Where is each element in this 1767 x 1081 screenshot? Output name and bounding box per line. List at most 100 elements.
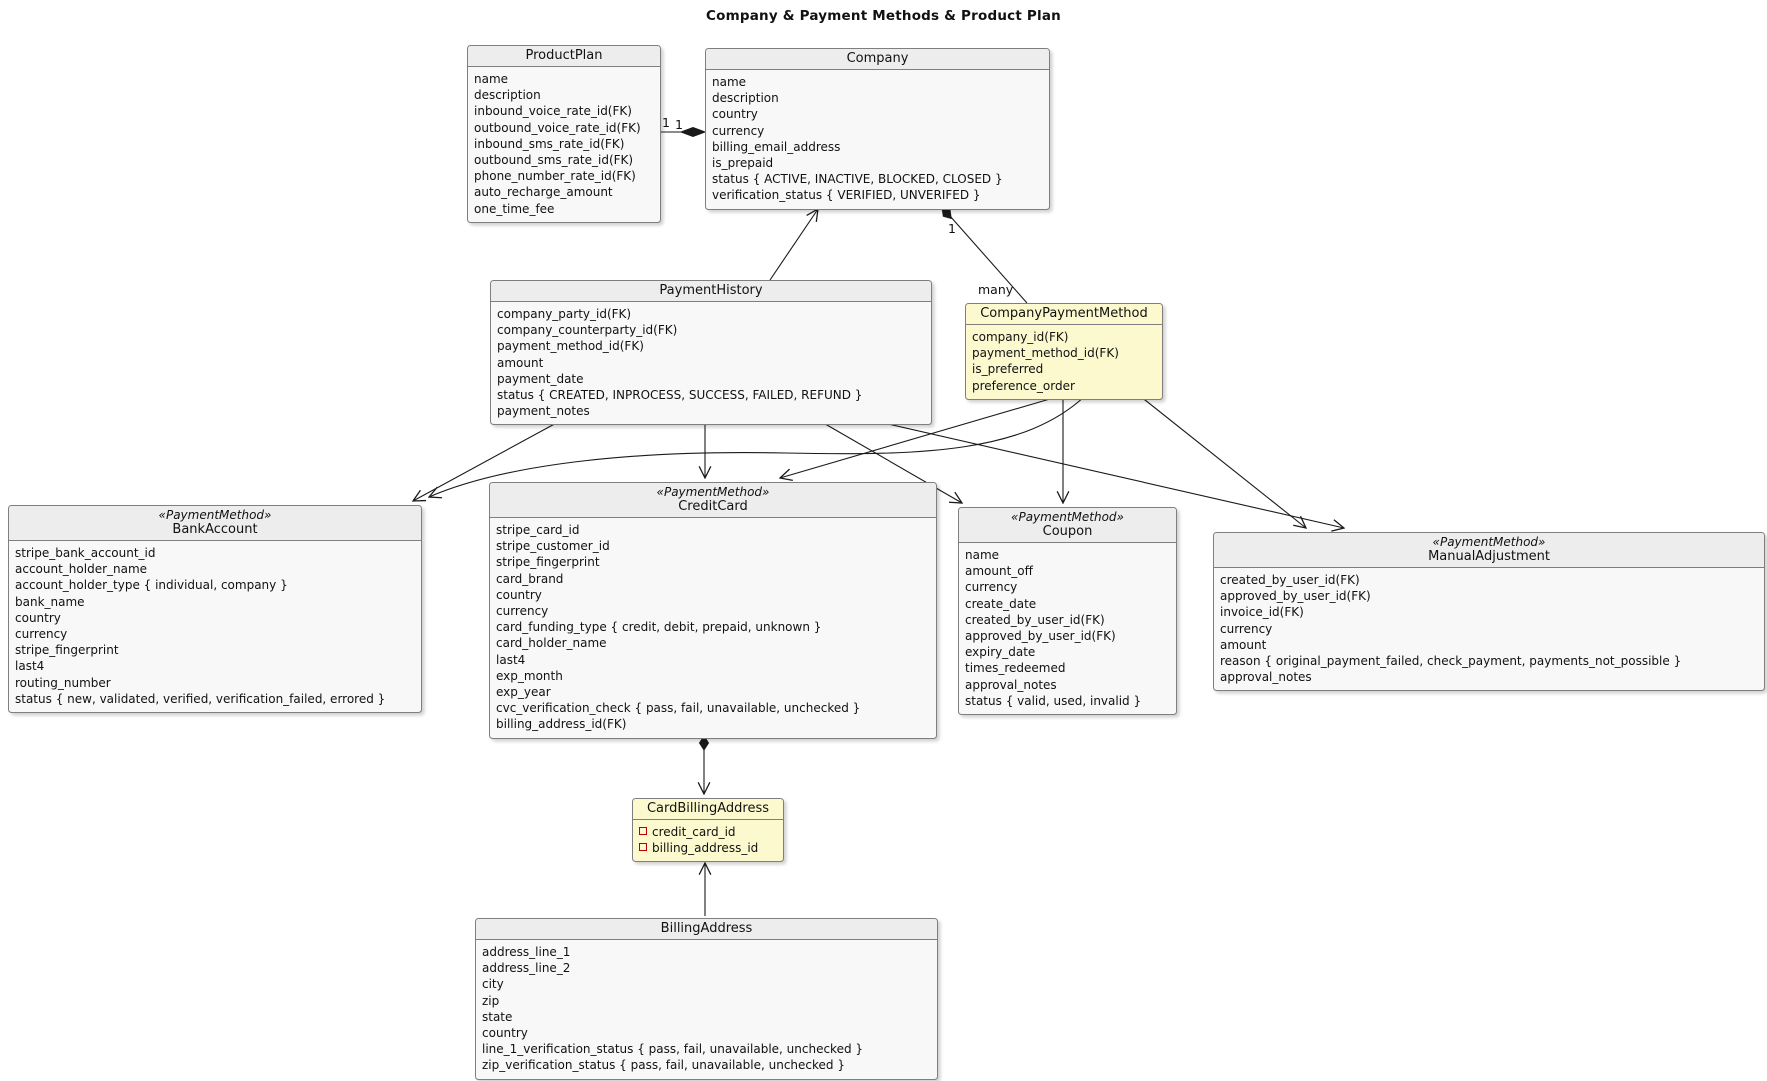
field-label: billing_address_id(FK) xyxy=(496,717,627,732)
entity-field: card_funding_type { credit, debit, prepa… xyxy=(496,619,930,635)
entity-header: «PaymentMethod»CreditCard xyxy=(490,483,936,518)
field-label: currency xyxy=(496,604,549,619)
field-label: name xyxy=(712,75,747,89)
entity-field: payment_notes xyxy=(497,403,925,419)
edge-company-companypaymentmethod: 1 many xyxy=(941,206,1028,304)
field-label: company_counterparty_id(FK) xyxy=(497,323,678,338)
field-label: approved_by_user_id(FK) xyxy=(965,629,1116,644)
field-label: cvc_verification_check { pass, fail, una… xyxy=(496,701,861,716)
field-label: address_line_2 xyxy=(482,961,571,976)
entity-field: name xyxy=(965,547,1170,563)
edge-productplan-company: 1 1 xyxy=(660,115,707,138)
entity-header: CardBillingAddress xyxy=(633,799,783,820)
entity-field: billing_email_address xyxy=(712,139,1043,155)
field-label: created_by_user_id(FK) xyxy=(965,612,1105,627)
entity-name: BankAccount xyxy=(172,522,258,537)
entity-field: payment_method_id(FK) xyxy=(497,338,925,354)
entity-field: phone_number_rate_id(FK) xyxy=(474,168,654,184)
field-label: payment_method_id(FK) xyxy=(972,346,1119,361)
entity-field: country xyxy=(482,1025,931,1041)
field-label: account_holder_name xyxy=(15,562,148,577)
entity-field: address_line_2 xyxy=(482,960,931,976)
entity-field: create_date xyxy=(965,596,1170,612)
field-label: currency xyxy=(965,580,1018,595)
field-label: approval_notes xyxy=(1220,670,1312,685)
field-label: payment_date xyxy=(497,371,584,386)
field-label: state xyxy=(482,1009,513,1024)
entity-name: BillingAddress xyxy=(660,921,753,936)
entity-field: status { valid, used, invalid } xyxy=(965,693,1170,709)
field-label: country xyxy=(482,1026,528,1041)
entity-field: card_brand xyxy=(496,571,930,587)
entity-field: verification_status { VERIFIED, UNVERIFE… xyxy=(712,187,1043,203)
entity-name: CreditCard xyxy=(678,499,748,514)
entity-field: preference_order xyxy=(972,378,1156,394)
edge-creditcard-cardbillingaddress xyxy=(700,735,709,794)
entity-field: stripe_fingerprint xyxy=(15,642,415,658)
field-label: amount xyxy=(1220,637,1267,652)
field-label: exp_month xyxy=(496,668,563,683)
field-label: inbound_voice_rate_id(FK) xyxy=(474,104,632,119)
entity-field: country xyxy=(712,106,1043,122)
entity-field: line_1_verification_status { pass, fail,… xyxy=(482,1041,931,1057)
entity-field: billing_address_id xyxy=(639,840,777,856)
field-label: card_funding_type { credit, debit, prepa… xyxy=(496,620,822,635)
field-label: bank_name xyxy=(15,594,85,609)
entity-field: inbound_sms_rate_id(FK) xyxy=(474,136,654,152)
entity-header: ProductPlan xyxy=(468,46,660,67)
entity-field: reason { original_payment_failed, check_… xyxy=(1220,653,1758,669)
field-label: stripe_fingerprint xyxy=(15,643,119,658)
field-label: status { valid, used, invalid } xyxy=(965,693,1142,708)
entity-field: address_line_1 xyxy=(482,944,931,960)
field-label: auto_recharge_amount xyxy=(474,185,613,200)
field-label: name xyxy=(474,72,509,86)
entity-field: approved_by_user_id(FK) xyxy=(965,628,1170,644)
field-label: company_party_id(FK) xyxy=(497,307,632,321)
entity-field: last4 xyxy=(15,658,415,674)
entity-field: payment_method_id(FK) xyxy=(972,345,1156,361)
field-label: reason { original_payment_failed, check_… xyxy=(1220,654,1682,669)
entity-field: amount xyxy=(497,355,925,371)
field-label: payment_method_id(FK) xyxy=(497,339,644,354)
entity-header: «PaymentMethod»ManualAdjustment xyxy=(1214,533,1764,568)
field-label: approved_by_user_id(FK) xyxy=(1220,589,1371,604)
entity-field: name xyxy=(712,74,1043,90)
entity-field: stripe_card_id xyxy=(496,522,930,538)
entity-field: created_by_user_id(FK) xyxy=(965,612,1170,628)
entity-field: stripe_customer_id xyxy=(496,538,930,554)
multiplicity-label: 1 xyxy=(948,221,956,236)
entity-field: currency xyxy=(1220,621,1758,637)
field-label: last4 xyxy=(15,659,45,674)
field-label: outbound_voice_rate_id(FK) xyxy=(474,120,641,135)
field-bullet-icon xyxy=(639,843,647,852)
entity-field: zip xyxy=(482,993,931,1009)
field-label: name xyxy=(965,548,1000,562)
entity-name: Company xyxy=(846,51,909,66)
entity-field: billing_address_id(FK) xyxy=(496,716,930,732)
entity-header: «PaymentMethod»BankAccount xyxy=(9,506,421,541)
entity-field: currency xyxy=(965,579,1170,595)
entity-field: times_redeemed xyxy=(965,660,1170,676)
entity-field: currency xyxy=(15,626,415,642)
field-label: country xyxy=(15,610,61,625)
field-label: preference_order xyxy=(972,378,1075,393)
entity-header: PaymentHistory xyxy=(491,281,931,302)
field-label: country xyxy=(712,107,758,122)
entity-field: company_counterparty_id(FK) xyxy=(497,322,925,338)
field-label: expiry_date xyxy=(965,645,1036,660)
entity-field-list: created_by_user_id(FK)approved_by_user_i… xyxy=(1214,568,1764,690)
field-label: one_time_fee xyxy=(474,201,555,216)
entity-field: account_holder_name xyxy=(15,561,415,577)
entity-name: ProductPlan xyxy=(525,48,603,63)
entity-name: CompanyPaymentMethod xyxy=(980,306,1148,321)
field-label: currency xyxy=(15,627,68,642)
